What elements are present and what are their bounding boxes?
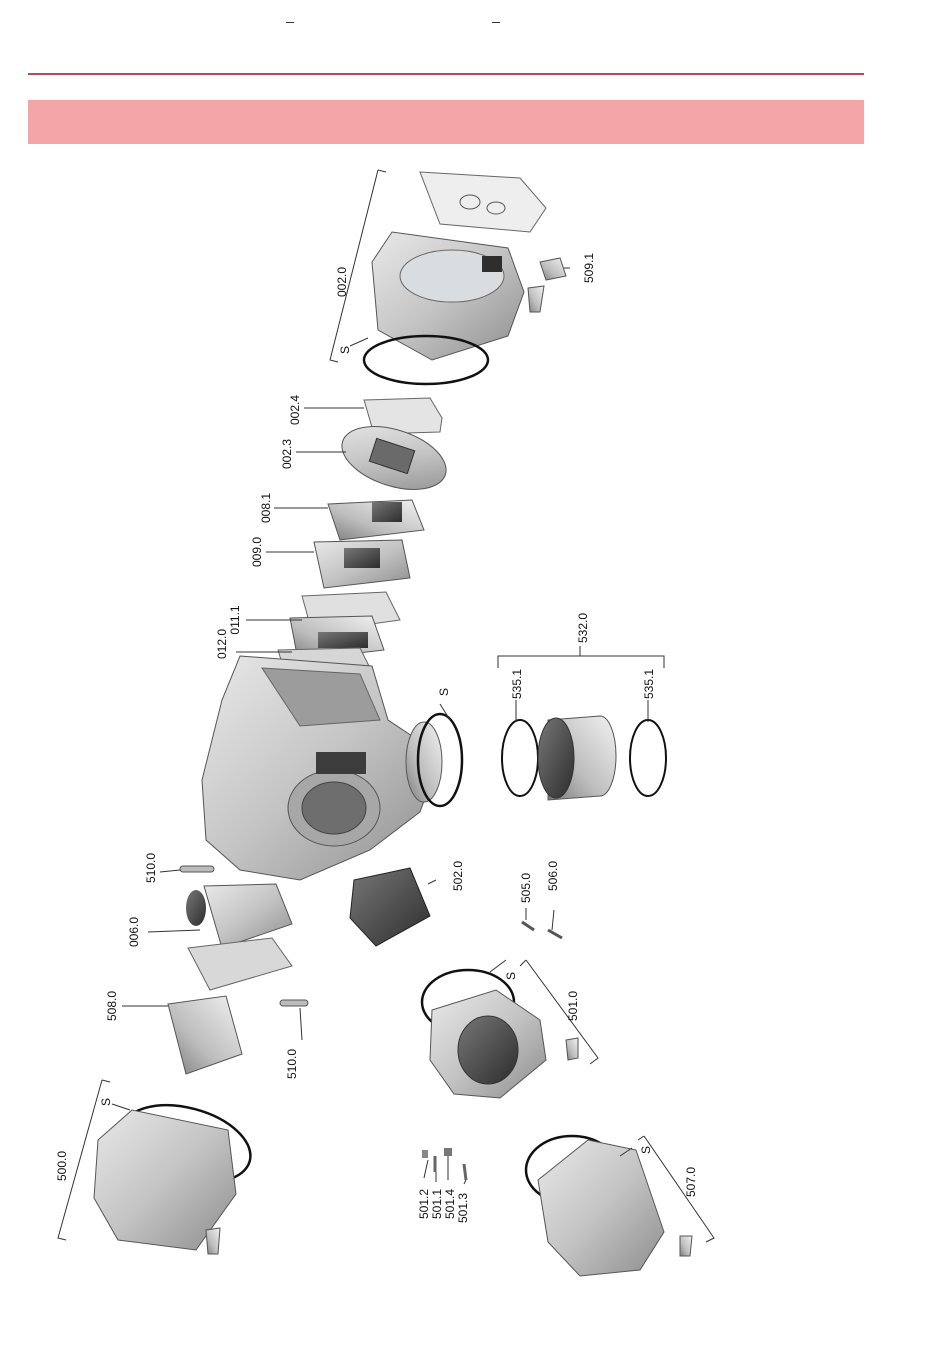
label-535-1-right: 535.1 (642, 669, 656, 699)
label-501-3: 501.3 (456, 1193, 470, 1223)
cover-507-screw (680, 1236, 692, 1256)
label-002-3: 002.3 (280, 439, 294, 469)
label-s-500: S (99, 1098, 113, 1106)
label-011-1: 011.1 (228, 605, 242, 634)
label-s-507: S (639, 1146, 653, 1154)
screw-501-3 (464, 1164, 466, 1180)
cover-500-screw (206, 1228, 220, 1254)
padlock-509-1 (540, 258, 566, 280)
label-s-housing: S (437, 688, 451, 696)
label-500-0: 500.0 (55, 1151, 69, 1181)
label-002-4: 002.4 (288, 395, 302, 425)
label-006-0: 006.0 (127, 917, 141, 947)
power-board (188, 938, 292, 990)
label-507-0: 507.0 (684, 1167, 698, 1197)
cover-lock-block (482, 256, 502, 272)
label-501-4: 501.4 (443, 1189, 457, 1219)
power-supply-006-0 (204, 884, 292, 948)
screw-501-2 (422, 1150, 428, 1158)
label-506-0: 506.0 (546, 861, 560, 891)
cover-assembly (364, 172, 566, 384)
cover-screw (528, 286, 544, 312)
label-510-0-top: 510.0 (144, 853, 158, 883)
fuse-510-0-bottom (280, 1000, 308, 1006)
socket-screw (566, 1038, 578, 1060)
label-502-0: 502.0 (451, 861, 465, 891)
label-s-cover: S (338, 346, 352, 354)
retaining-ring-535-1-right (630, 720, 666, 796)
label-505-0: 505.0 (519, 873, 533, 903)
label-s-socket: S (504, 972, 518, 980)
label-501-2: 501.2 (417, 1189, 431, 1219)
pin-505-0 (522, 922, 534, 930)
label-510-0-bottom: 510.0 (285, 1049, 299, 1079)
main-housing (202, 656, 462, 880)
label-501-0: 501.0 (566, 991, 580, 1021)
label-532-0: 532.0 (576, 613, 590, 643)
board-components (344, 548, 380, 568)
label-509-1: 509.1 (582, 253, 596, 283)
label-002-0: 002.0 (335, 267, 349, 297)
pin-carrier-502-0 (350, 868, 430, 946)
label-501-1: 501.1 (430, 1189, 444, 1219)
capacitor (186, 890, 206, 926)
label-535-1-left: 535.1 (510, 669, 524, 699)
label-008-1: 008.1 (259, 493, 273, 523)
terminal-block-508-0 (168, 996, 242, 1074)
fuse-510-0-top (180, 866, 214, 872)
housing-nameplate (316, 752, 366, 774)
pin-506-0 (548, 930, 562, 938)
label-508-0: 508.0 (105, 991, 119, 1021)
label-012-0: 012.0 (215, 629, 229, 659)
board-components (372, 502, 402, 522)
board-components (318, 632, 368, 648)
retaining-ring-535-1-left (502, 720, 538, 796)
label-009-0: 009.0 (250, 537, 264, 567)
cover-gasket-plate (420, 172, 546, 232)
washer-501-4 (444, 1148, 452, 1156)
cover-507-0 (538, 1140, 664, 1276)
